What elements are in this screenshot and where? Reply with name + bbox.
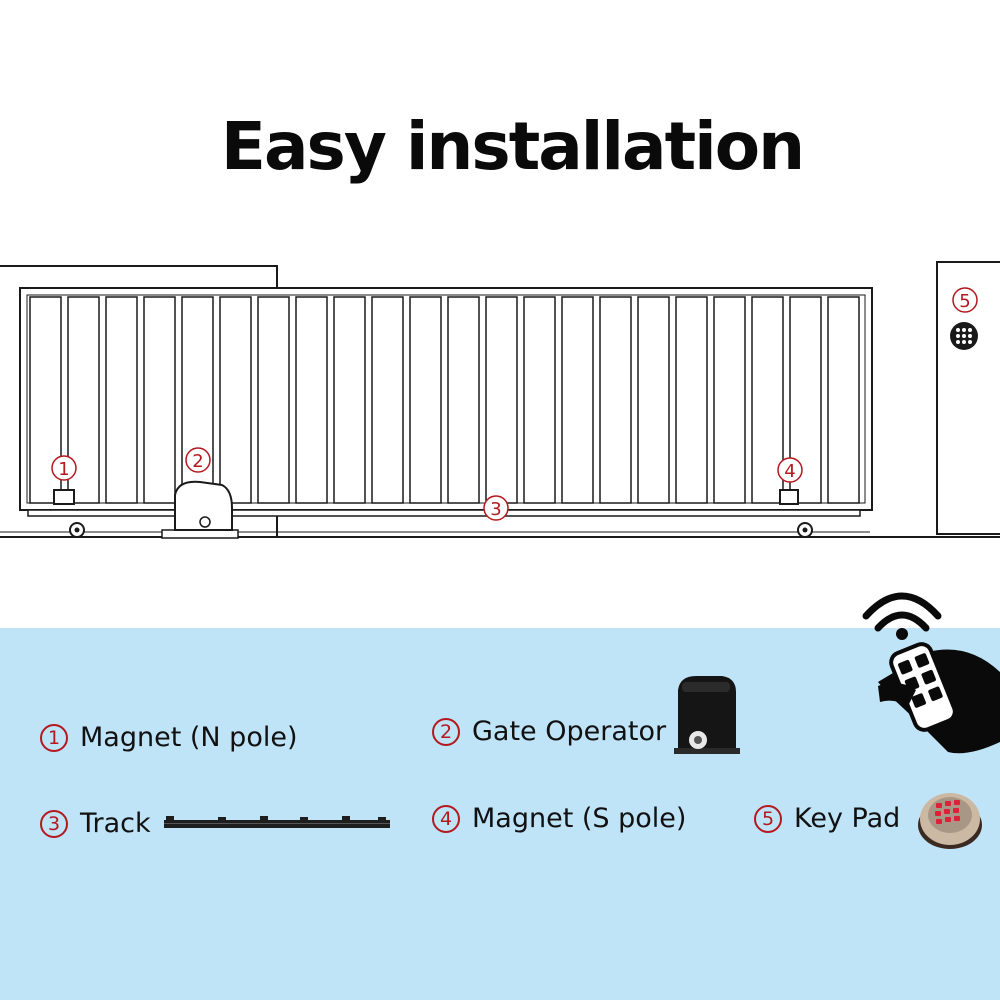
legend-number: 4 xyxy=(432,804,460,833)
gate-slat xyxy=(257,296,290,504)
legend-number: 2 xyxy=(432,717,460,746)
legend-item-track: 3 Track xyxy=(40,808,151,839)
marker-2: 2 xyxy=(185,447,211,473)
gate-slat xyxy=(523,296,556,504)
gate-slat xyxy=(181,296,214,504)
gate-slat xyxy=(675,296,708,504)
gate-slat xyxy=(447,296,480,504)
gate-slat xyxy=(105,296,138,504)
legend-panel xyxy=(0,628,1000,1000)
marker-5: 5 xyxy=(952,287,978,313)
gate-operator-icon xyxy=(674,676,740,754)
gate-slat xyxy=(561,296,594,504)
legend-number: 1 xyxy=(40,723,68,752)
gate-slat xyxy=(713,296,746,504)
wifi-signal-icon xyxy=(862,592,942,632)
gate-slat xyxy=(409,296,442,504)
gate-diagram: 1 2 3 4 5 xyxy=(0,261,1000,539)
legend-label: Magnet (S pole) xyxy=(472,803,687,834)
keypad-icon xyxy=(918,793,982,849)
legend-item-magnet-s: 4 Magnet (S pole) xyxy=(432,803,686,834)
gate-slat xyxy=(599,296,632,504)
svg-text:5: 5 xyxy=(959,291,970,312)
gate-operator-motor xyxy=(161,480,239,539)
gate-slat xyxy=(371,296,404,504)
marker-1: 1 xyxy=(51,455,77,481)
marker-4: 4 xyxy=(777,457,803,483)
legend-label: Gate Operator xyxy=(472,716,667,747)
gate-slat xyxy=(485,296,518,504)
legend-item-magnet-n: 1 Magnet (N pole) xyxy=(40,722,298,753)
magnet-n xyxy=(53,489,75,505)
svg-text:3: 3 xyxy=(490,499,501,520)
legend-number: 3 xyxy=(40,809,68,838)
svg-text:4: 4 xyxy=(784,461,795,482)
legend-item-key-pad: 5 Key Pad xyxy=(754,803,900,834)
svg-text:2: 2 xyxy=(192,451,203,472)
legend-item-gate-operator: 2 Gate Operator xyxy=(432,716,666,747)
marker-3: 3 xyxy=(483,495,509,521)
keypad-on-post xyxy=(950,322,978,350)
legend-number: 5 xyxy=(754,804,782,833)
gate-slat xyxy=(827,296,860,504)
gate-slat xyxy=(143,296,176,504)
legend-label: Key Pad xyxy=(794,803,901,834)
gate-slat xyxy=(333,296,366,504)
legend-label: Track xyxy=(80,808,151,839)
svg-text:1: 1 xyxy=(58,459,69,480)
legend-label: Magnet (N pole) xyxy=(80,722,298,753)
gate-slat xyxy=(219,296,252,504)
track-rail-icon xyxy=(164,816,390,828)
gate-slat xyxy=(637,296,670,504)
gate-slats xyxy=(29,296,860,504)
page-title: Easy installation xyxy=(220,108,805,185)
gate-slat xyxy=(295,296,328,504)
magnet-s xyxy=(779,489,799,505)
remote-control-hand-icon xyxy=(862,592,1000,754)
track-rail xyxy=(27,509,861,517)
